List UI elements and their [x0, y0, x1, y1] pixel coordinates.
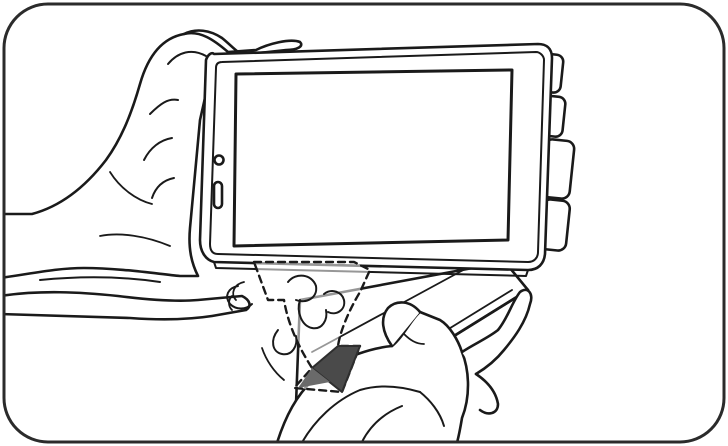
top-hand-lower-fingers	[0, 282, 252, 319]
device-screen	[234, 70, 512, 246]
front-sensor-dot	[215, 156, 224, 165]
front-sensor-slot	[214, 182, 222, 208]
device-upper	[200, 44, 575, 276]
